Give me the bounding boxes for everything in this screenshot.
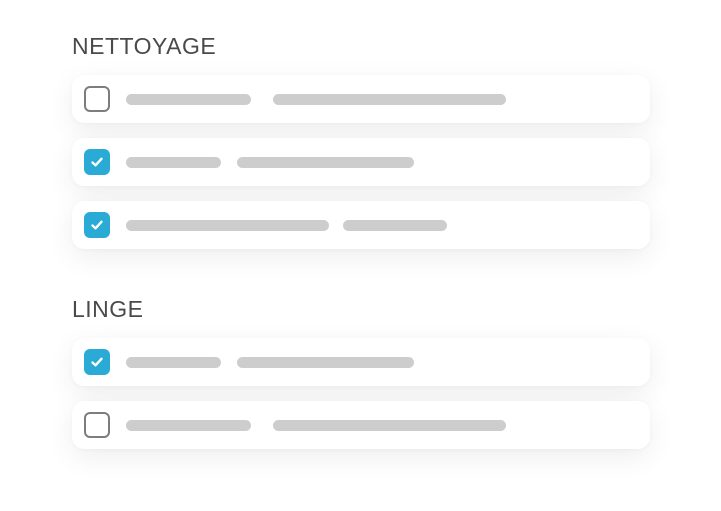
task-row[interactable] [72, 75, 650, 123]
section-title-nettoyage: NETTOYAGE [72, 33, 217, 59]
placeholder-text-bar [126, 94, 251, 105]
checkbox-unchecked[interactable] [84, 86, 110, 112]
placeholder-text-bar [237, 357, 414, 368]
placeholder-text-bar [126, 420, 251, 431]
task-row[interactable] [72, 401, 650, 449]
task-row[interactable] [72, 201, 650, 249]
checkmark-icon [91, 357, 103, 367]
placeholder-text-bar [273, 94, 506, 105]
placeholder-text-bar [237, 157, 414, 168]
placeholder-text-bar [126, 220, 329, 231]
placeholder-text-bar [343, 220, 447, 231]
checkbox-checked[interactable] [84, 212, 110, 238]
task-row[interactable] [72, 338, 650, 386]
checkmark-icon [91, 157, 103, 167]
placeholder-text-bar [126, 357, 221, 368]
checkbox-checked[interactable] [84, 349, 110, 375]
checkbox-checked[interactable] [84, 149, 110, 175]
checkbox-unchecked[interactable] [84, 412, 110, 438]
checkmark-icon [91, 220, 103, 230]
placeholder-text-bar [126, 157, 221, 168]
task-row[interactable] [72, 138, 650, 186]
placeholder-text-bar [273, 420, 506, 431]
section-title-linge: LINGE [72, 296, 144, 322]
